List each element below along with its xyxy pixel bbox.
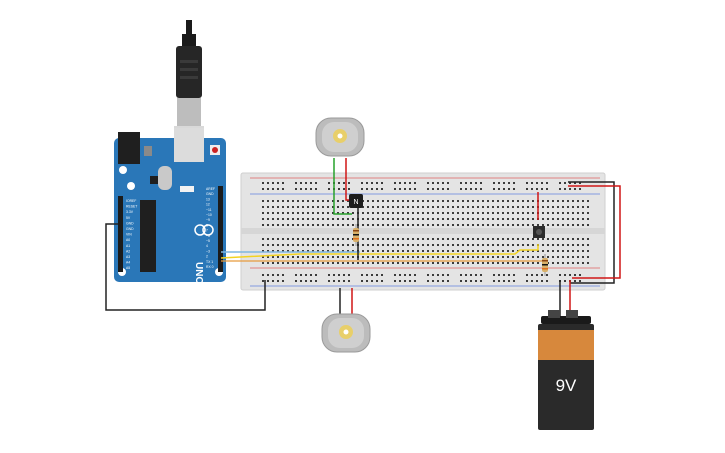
right-pin-label: 8 — [206, 223, 208, 227]
right-pin-label: TX 1 — [206, 260, 213, 264]
push-button[interactable] — [533, 226, 545, 238]
wire-yellow[interactable] — [220, 244, 539, 259]
right-pin-label: ~11 — [206, 208, 212, 212]
right-pin-label: ~3 — [206, 249, 210, 253]
wire-gnd-black[interactable] — [105, 223, 266, 311]
resistor-transistor-base[interactable] — [353, 224, 359, 246]
npn-transistor[interactable]: N — [349, 194, 363, 208]
right-pin-label: 12 — [206, 203, 210, 207]
left-pin-label: A0 — [126, 238, 130, 242]
right-pin-label: GND — [206, 192, 214, 196]
left-pin-label: A4 — [126, 261, 130, 265]
breadboard[interactable] — [240, 172, 606, 291]
dc-motor-bottom[interactable] — [321, 313, 371, 353]
board-brand-text: UNO — [193, 262, 204, 284]
left-pin-label: A2 — [126, 249, 130, 253]
right-pin-label: ~9 — [206, 218, 210, 222]
right-pin-label: 7 — [206, 229, 208, 233]
right-pin-label: RX 0 — [206, 265, 214, 269]
right-pin-label: 4 — [206, 244, 208, 248]
left-pin-label: IOREF — [126, 199, 136, 203]
wire-top-motor-green[interactable] — [333, 158, 352, 215]
left-pin-label: GND — [126, 221, 134, 225]
left-pin-label: GND — [126, 227, 134, 231]
left-pin-label: A3 — [126, 255, 130, 259]
left-pin-label: A1 — [126, 244, 130, 248]
battery-label: 9V — [555, 376, 577, 395]
right-pin-label: AREF — [206, 187, 215, 191]
left-pin-label: 5V — [126, 216, 131, 220]
arduino-uno-board[interactable]: UNO IOREFRESET3.3V5VGNDGNDVINA0A1A2A3A4A… — [114, 128, 226, 284]
transistor-label: N — [353, 199, 358, 206]
right-pin-label: ~10 — [206, 213, 212, 217]
wire-rail-red[interactable] — [568, 185, 621, 279]
wire-rail-black[interactable] — [568, 181, 615, 284]
left-pin-label: VIN — [126, 233, 132, 237]
left-pin-label: RESET — [126, 205, 137, 209]
right-pin-label: ~5 — [206, 239, 210, 243]
resistor-pulldown[interactable] — [542, 254, 548, 276]
dc-motor-top[interactable] — [315, 117, 365, 157]
wires — [105, 158, 621, 320]
left-pin-label: A5 — [126, 266, 130, 270]
battery-9v[interactable] — [538, 310, 594, 430]
right-pin-label: ~6 — [206, 234, 210, 238]
left-pin-label: 3.3V — [126, 210, 134, 214]
right-pin-label: 2 — [206, 255, 208, 259]
right-pin-label: 13 — [206, 197, 210, 201]
